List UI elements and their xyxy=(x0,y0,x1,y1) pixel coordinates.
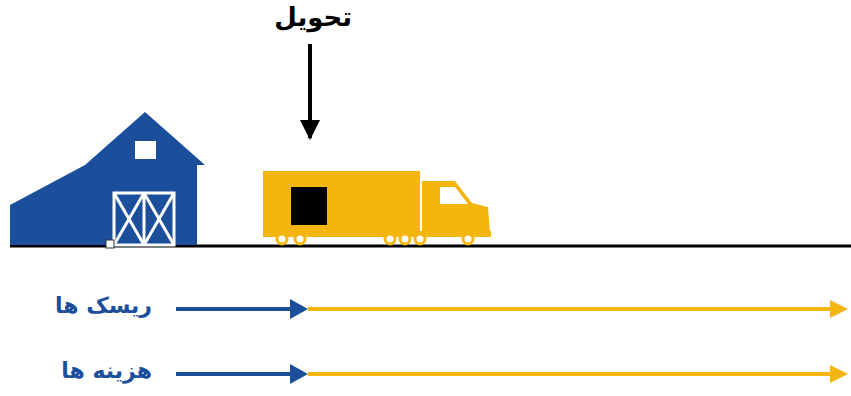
risk-label: ریسک ها xyxy=(55,293,152,318)
delivery-label: تحویل xyxy=(274,2,352,32)
trailer xyxy=(263,171,420,231)
blue-arrow-head xyxy=(290,364,308,384)
cost-label: هزینه ها xyxy=(61,358,152,383)
delivery-arrow xyxy=(308,44,312,138)
barn-window xyxy=(135,141,156,159)
marker-square xyxy=(106,240,114,248)
yellow-arrow-head xyxy=(830,365,848,383)
blue-arrow-head xyxy=(290,299,308,319)
yellow-arrow-head xyxy=(830,300,848,318)
blue-arrow-line xyxy=(176,372,292,376)
cab xyxy=(422,181,490,233)
barn-door xyxy=(114,193,174,245)
yellow-arrow-line xyxy=(308,372,832,376)
yellow-arrow-line xyxy=(308,307,832,311)
truck xyxy=(263,171,491,244)
barn xyxy=(10,112,205,245)
cab-window xyxy=(440,187,468,204)
blue-arrow-line xyxy=(176,307,292,311)
wheels xyxy=(277,234,473,244)
cargo xyxy=(291,187,327,225)
